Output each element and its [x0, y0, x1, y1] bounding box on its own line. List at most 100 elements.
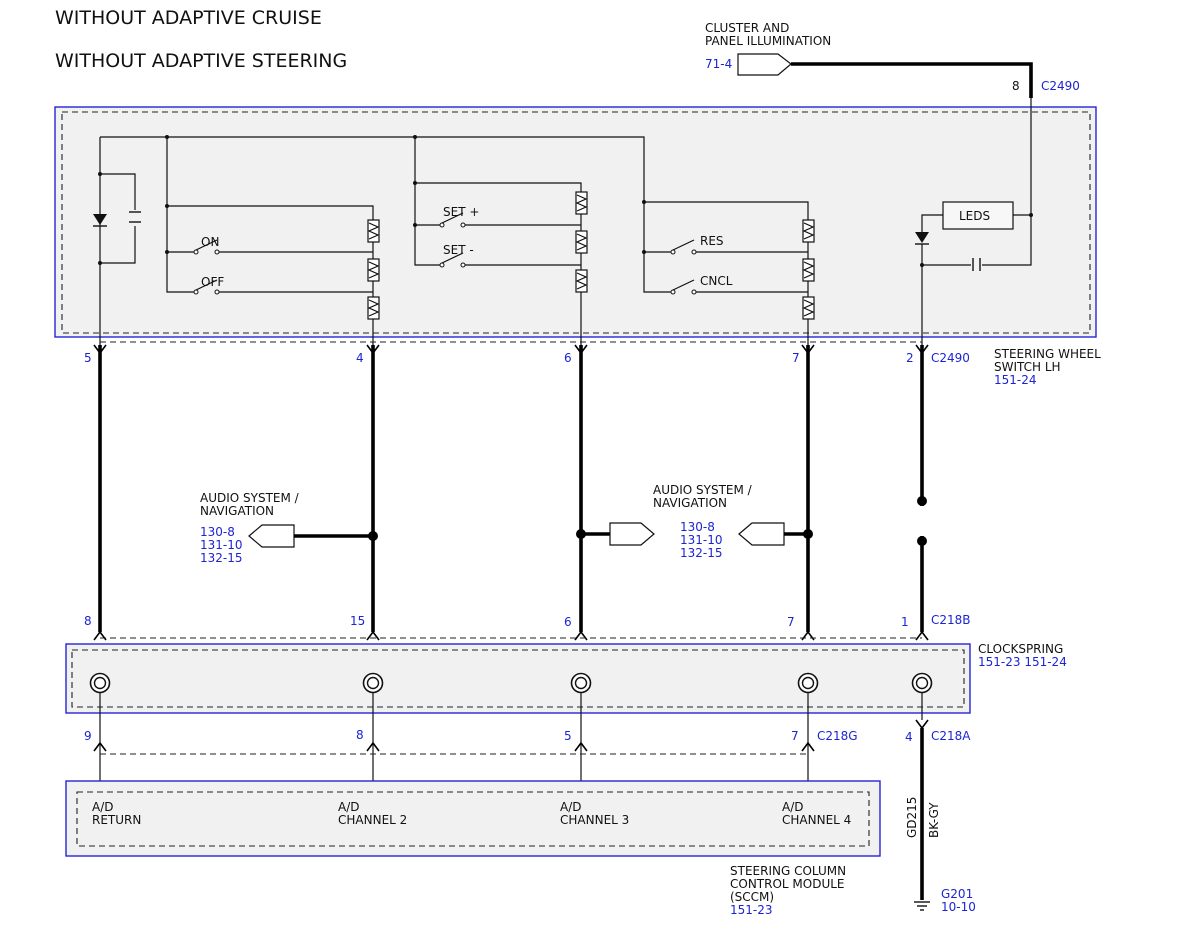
clockspring: 8 15 6 7 1 C218B: [65, 613, 1067, 744]
splice-dot: [917, 536, 927, 546]
clockspring-top-pin: 7: [787, 615, 795, 629]
sccm-input-line2: CHANNEL 4: [782, 813, 851, 827]
clockspring-refs: 151-23 151-24: [978, 655, 1067, 669]
sccm-input-line1: A/D: [782, 800, 804, 814]
switch-pin: 4: [356, 351, 364, 365]
clockspring-coil-icon: [570, 672, 592, 694]
switch-set-minus-label: SET -: [443, 243, 474, 257]
diagram-title-2: WITHOUT ADAPTIVE STEERING: [55, 50, 347, 72]
clockspring-top-connector: C218B: [931, 613, 971, 627]
switch-set-minus: SET -: [439, 243, 474, 268]
switch-pin: 7: [792, 351, 800, 365]
switch-res: RES: [670, 234, 724, 255]
switch-cncl: CNCL: [670, 274, 733, 295]
sccm-module: A/D RETURN A/D CHANNEL 2 A/D CHANNEL 3 A…: [65, 780, 881, 917]
switch-pin: 2: [906, 351, 914, 365]
switch-pin: 5: [84, 351, 92, 365]
sccm-input-line2: CHANNEL 2: [338, 813, 407, 827]
switch-off: OFF: [193, 275, 224, 295]
main-wires: [93, 344, 929, 632]
sccm-input-line2: CHANNEL 3: [560, 813, 629, 827]
clockspring-top-pin: 1: [901, 615, 909, 629]
illumination-connector-icon: [737, 53, 792, 76]
audio-branch-right: AUDIO SYSTEM / NAVIGATION 130-8 131-10 1…: [576, 483, 813, 560]
audio-left-ref: 132-15: [200, 551, 243, 565]
splice-dot: [368, 531, 378, 541]
diagram-title-1: WITHOUT ADAPTIVE CRUISE: [55, 7, 322, 29]
switch-res-label: RES: [700, 234, 724, 248]
switch-module-dash: [61, 111, 1091, 334]
sccm-dash: [76, 791, 870, 847]
switch-pin: 6: [564, 351, 572, 365]
clockspring-coil-icon: [797, 672, 819, 694]
illumination-wire: [791, 62, 1033, 98]
clockspring-ground-pin: 4: [905, 730, 913, 744]
ground-wire-color: BK-GY: [927, 802, 941, 838]
audio-left-name-1: AUDIO SYSTEM /: [200, 491, 300, 505]
illumination-name-1: CLUSTER AND: [705, 21, 789, 35]
switch-set-plus-label: SET +: [443, 205, 479, 219]
splice-dot: [803, 529, 813, 539]
clockspring-coil-icon: [911, 672, 933, 694]
clockspring-bottom-pin: 9: [84, 729, 92, 743]
switch-name-1: STEERING WHEEL: [994, 347, 1101, 361]
clockspring-bottom-pin: 7: [791, 729, 799, 743]
switch-module-box: [54, 106, 1097, 338]
sccm-name-3: (SCCM): [730, 890, 774, 904]
clockspring-top-pin: 8: [84, 614, 92, 628]
ground-point: G201: [941, 887, 973, 901]
audio-center-connector-icon: [609, 522, 655, 546]
clockspring-coil-icon: [89, 672, 111, 694]
steering-wheel-switch: ON OFF SET +: [54, 98, 1101, 387]
audio-left-connector-icon: [248, 524, 295, 548]
switch-off-label: OFF: [201, 275, 224, 289]
clockspring-ground-connector: C218A: [931, 729, 971, 743]
clockspring-bottom-pin: 8: [356, 728, 364, 742]
audio-right-name-2: NAVIGATION: [653, 496, 727, 510]
clockspring-bottom-connector: C218G: [817, 729, 858, 743]
sccm-input-line1: A/D: [338, 800, 360, 814]
audio-right-name-1: AUDIO SYSTEM /: [653, 483, 753, 497]
ground-ref: 10-10: [941, 900, 976, 914]
clockspring-bottom-pin: 5: [564, 729, 572, 743]
switch-ref: 151-24: [994, 373, 1037, 387]
illumination-source: CLUSTER AND PANEL ILLUMINATION 71-4 8 C2…: [705, 21, 1080, 98]
audio-right-ref: 131-10: [680, 533, 723, 547]
illumination-pin: 8: [1012, 79, 1020, 93]
sccm-name-1: STEERING COLUMN: [730, 864, 846, 878]
clockspring-dash: [71, 649, 965, 708]
ground-circuit-id: GD215: [905, 797, 919, 838]
diode-icon: [93, 214, 107, 225]
sccm-box: [65, 780, 881, 857]
sccm-input-line1: A/D: [560, 800, 582, 814]
clockspring-top-pin: 15: [350, 614, 365, 628]
sccm-ref: 151-23: [730, 903, 773, 917]
ground-circuit: GD215 BK-GY G201 10-10: [905, 692, 976, 914]
sccm-input-line1: A/D: [92, 800, 114, 814]
switch-name-2: SWITCH LH: [994, 360, 1061, 374]
illumination-ref: 71-4: [705, 57, 732, 71]
clockspring-coil-icon: [362, 672, 384, 694]
illumination-name-2: PANEL ILLUMINATION: [705, 34, 831, 48]
illumination-connector: C2490: [1041, 79, 1080, 93]
splice-dot: [917, 496, 927, 506]
clockspring-name: CLOCKSPRING: [978, 642, 1063, 656]
audio-left-ref: 130-8: [200, 525, 235, 539]
clockspring-box: [65, 643, 971, 714]
switch-on: ON: [193, 235, 220, 255]
sccm-name-2: CONTROL MODULE: [730, 877, 845, 891]
audio-left-name-2: NAVIGATION: [200, 504, 274, 518]
audio-right-ref: 132-15: [680, 546, 723, 560]
audio-right-connector-icon: [738, 522, 785, 546]
sccm-input-line2: RETURN: [92, 813, 141, 827]
clockspring-top-pin: 6: [564, 615, 572, 629]
switch-on-label: ON: [201, 235, 219, 249]
switch-connector: C2490: [931, 351, 970, 365]
audio-right-ref: 130-8: [680, 520, 715, 534]
leds-label: LEDS: [959, 209, 990, 223]
sccm-wires: [93, 692, 815, 792]
audio-left-ref: 131-10: [200, 538, 243, 552]
audio-branch-left: AUDIO SYSTEM / NAVIGATION 130-8 131-10 1…: [200, 491, 378, 565]
switch-cncl-label: CNCL: [700, 274, 733, 288]
